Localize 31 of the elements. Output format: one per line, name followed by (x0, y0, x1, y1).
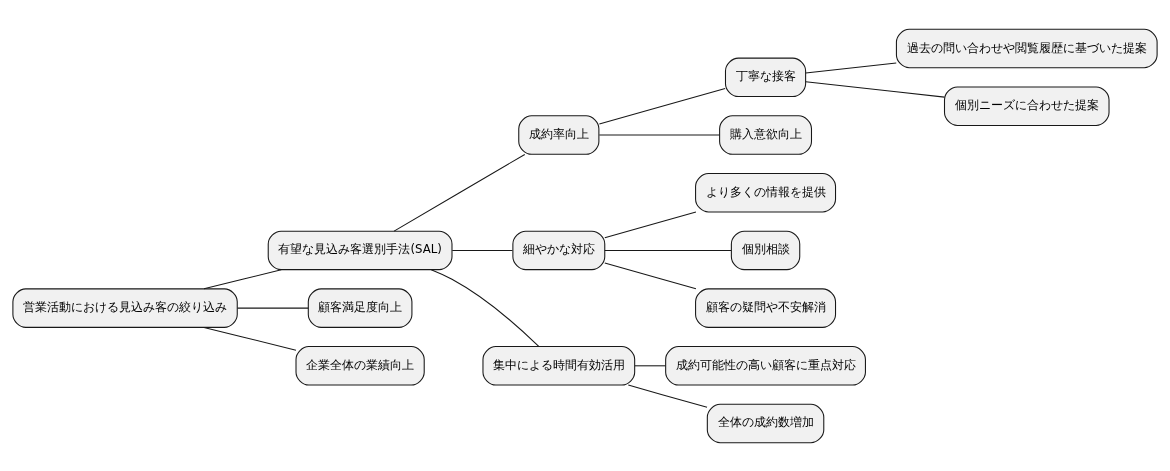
node-box: 有望な見込み客選別手法(SAL) (267, 230, 453, 270)
connector (627, 384, 708, 408)
node-box: 個別ニーズに合わせた提案 (943, 85, 1110, 126)
node-box: 集中による時間有効活用 (482, 345, 636, 386)
connector (203, 326, 297, 351)
node-box: 成約可能性の高い顧客に重点対応 (665, 345, 866, 386)
connector (634, 364, 666, 366)
connector (451, 249, 513, 251)
node-box: 購入意欲向上 (719, 114, 813, 155)
node-box: より多くの情報を提供 (695, 172, 837, 212)
connector (598, 87, 726, 124)
connector (604, 262, 697, 289)
connector (805, 80, 945, 98)
connector (430, 268, 540, 347)
node-box: 丁寧な接客 (724, 57, 807, 97)
node-box: 細やかな対応 (512, 230, 606, 270)
connector (604, 211, 697, 238)
connector (604, 249, 732, 251)
connector (805, 61, 897, 74)
connector (203, 268, 282, 289)
connector (393, 153, 526, 232)
node-box: 顧客の疑問や不安解消 (695, 287, 837, 328)
node-box: 企業全体の業績向上 (295, 345, 425, 386)
node-box: 営業活動における見込み客の絞り込み (12, 287, 238, 328)
node-box: 全体の成約数増加 (706, 403, 825, 443)
connector (598, 134, 720, 136)
node-box: 個別相談 (730, 230, 801, 270)
node-box: 顧客満足度向上 (307, 287, 413, 328)
node-box: 成約率向上 (518, 114, 600, 155)
node-box: 過去の問い合わせや閲覧履歴に基づいた提案 (895, 28, 1158, 68)
connector (236, 307, 309, 309)
